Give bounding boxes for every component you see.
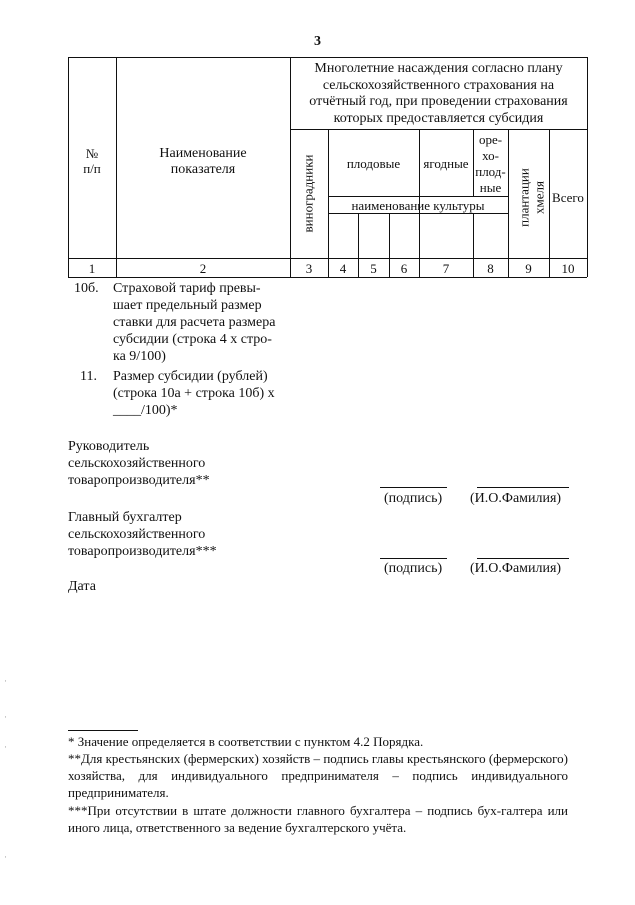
date-label: Дата — [68, 579, 96, 594]
accountant-title: Главный бухгалтер сельскохозяйственного … — [68, 509, 217, 560]
table-col-divider — [328, 129, 329, 277]
table-culture-divider — [328, 196, 508, 197]
row-number: 11. — [80, 369, 97, 384]
header-nut: оре- хо- плод- ные — [473, 132, 508, 196]
scan-mark: · — [4, 676, 7, 686]
table-col-divider — [389, 213, 390, 277]
row-text-line: ставки для расчета размера — [113, 315, 276, 330]
header-number-sign: № — [85, 146, 99, 161]
signature-caption: (подпись) — [384, 491, 443, 506]
header-fruit: плодовые — [346, 156, 401, 171]
column-number: 4 — [339, 261, 347, 276]
header-group-title: Многолетние насаждения согласно плану се… — [290, 61, 587, 127]
header-nut-line: плод- — [475, 164, 506, 179]
header-number-abbrev: п/п — [83, 161, 101, 176]
table-border-top — [68, 57, 587, 58]
header-indicator-name: Наименование показателя — [116, 146, 290, 178]
scan-mark: · — [4, 742, 7, 752]
page-number: 3 — [314, 34, 321, 49]
head-title: Руководитель сельскохозяйственного товар… — [68, 438, 210, 489]
row-text-line: шает предельный размер — [113, 298, 262, 313]
accountant-title-line: Главный бухгалтер — [68, 510, 182, 525]
column-number: 7 — [442, 261, 450, 276]
header-group-line: Многолетние насаждения согласно плану — [314, 61, 563, 76]
column-number: 10 — [561, 261, 575, 276]
head-title-line: сельскохозяйственного — [68, 456, 206, 471]
head-title-line: Руководитель — [68, 439, 150, 454]
table-col-divider — [549, 129, 550, 277]
table-border-left — [68, 57, 69, 277]
table-col-divider — [290, 57, 291, 277]
header-indicator-name-line: Наименование — [159, 146, 247, 161]
column-number: 9 — [525, 261, 532, 276]
footnote: * Значение определяется в соответствии с… — [68, 734, 424, 749]
header-culture-name: наименование культуры — [351, 198, 485, 213]
header-group-line: отчётный год, при проведении страхования — [309, 94, 568, 109]
row-text-line: Страховой тариф превы- — [113, 281, 261, 296]
footnote: ***При отсутствии в штате должности глав… — [68, 803, 568, 835]
row-text-line: ка 9/100) — [113, 349, 166, 364]
name-caption: (И.О.Фамилия) — [470, 491, 562, 506]
header-nut-line: оре- — [478, 132, 503, 147]
column-number: 8 — [487, 261, 494, 276]
header-group-line: которых предоставляется субсидия — [333, 110, 544, 126]
row-text: Страховой тариф превы- шает предельный р… — [113, 280, 293, 365]
table-header-bottom — [68, 258, 587, 259]
row-number: 10б. — [74, 281, 99, 296]
column-number: 2 — [199, 261, 207, 276]
footnote-divider — [68, 730, 138, 731]
signature-caption: (подпись) — [384, 561, 443, 576]
table-col-divider — [358, 213, 359, 277]
accountant-title-line: товаропроизводителя*** — [68, 544, 217, 559]
header-hops-line2: хмеля — [531, 181, 547, 214]
name-caption: (И.О.Фамилия) — [470, 561, 562, 576]
header-group-line: сельскохозяйственного страхования на — [322, 77, 555, 93]
column-number: 6 — [400, 261, 408, 276]
header-hops-line1: плантации — [516, 168, 532, 227]
row-text-line: ____/100)* — [113, 403, 178, 418]
row-text-line: (строка 10а + строка 10б) х — [113, 386, 275, 401]
header-indicator-name-line: показателя — [170, 162, 236, 177]
column-number: 3 — [305, 261, 313, 276]
name-line — [477, 558, 569, 559]
table-col-divider — [473, 213, 474, 277]
accountant-title-line: сельскохозяйственного — [68, 527, 206, 542]
header-nut-line: хо- — [482, 148, 499, 163]
row-text: Размер субсидии (рублей) (строка 10а + с… — [113, 368, 293, 419]
head-title-line: товаропроизводителя** — [68, 473, 210, 488]
row-text-line: Размер субсидии (рублей) — [113, 369, 268, 384]
signature-line — [380, 487, 447, 488]
name-line — [477, 487, 569, 488]
table-col-divider — [116, 57, 117, 277]
row-text-line: субсидии (строка 4 х стро- — [113, 332, 272, 347]
table-col-divider — [473, 129, 474, 196]
table-col-divider — [508, 129, 509, 277]
header-vineyards: виноградники — [300, 154, 316, 233]
signature-line — [380, 558, 447, 559]
table-border-right — [587, 57, 588, 277]
table-border-bottom — [68, 277, 587, 278]
header-number-label: № п/п — [68, 146, 116, 176]
scan-mark: · — [4, 852, 7, 862]
header-total: Всего — [552, 190, 584, 205]
table-col-divider — [419, 129, 420, 277]
table-group-divider — [290, 129, 587, 130]
column-number: 5 — [370, 261, 377, 276]
header-nut-line: ные — [479, 180, 502, 195]
footnote: **Для крестьянских (фермерских) хозяйств… — [68, 751, 568, 800]
header-berry: ягодные — [423, 156, 469, 171]
scan-mark: · — [4, 712, 7, 722]
column-number: 1 — [88, 261, 96, 276]
table-culture-bottom — [328, 213, 508, 214]
